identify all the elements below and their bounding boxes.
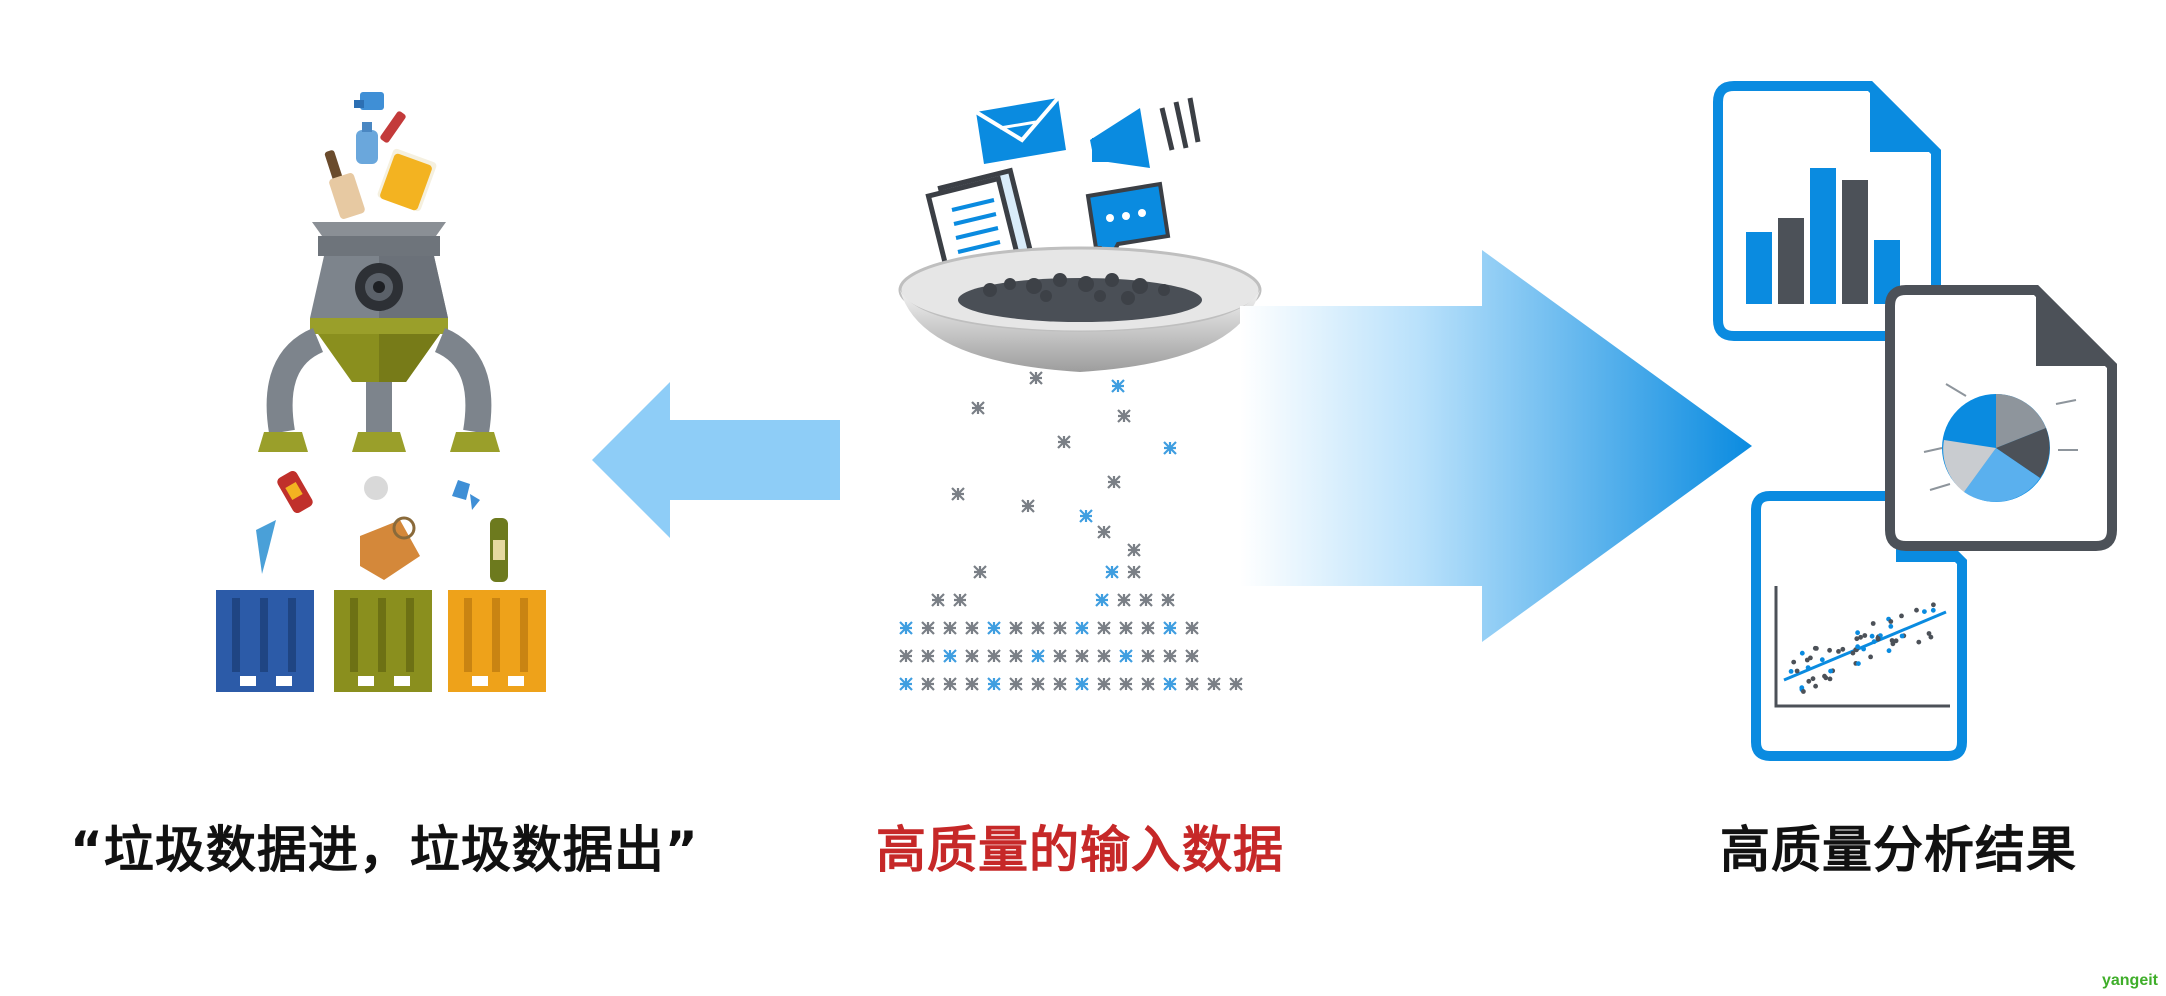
sorted-garbage-icon [256, 471, 508, 582]
recycle-bin-orange [448, 590, 546, 692]
garbage-in-garbage-out-label: “垃圾数据进，垃圾数据出” [70, 821, 699, 879]
falling-garbage-icon [324, 92, 437, 219]
pie-chart-document-icon [1885, 285, 2117, 551]
data-sieve-illustration [898, 96, 1262, 692]
email-icon [974, 96, 1066, 164]
right-arrow-icon [1240, 250, 1752, 642]
megaphone-icon [1090, 97, 1201, 168]
high-quality-result-label: 高质量分析结果 [1720, 821, 2077, 879]
recycle-bin-blue [216, 590, 314, 692]
high-quality-input-label: 高质量的输入数据 [876, 821, 1284, 879]
data-particles [898, 370, 1244, 692]
watermark: yangeit [2101, 972, 2158, 989]
left-arrow-icon [592, 382, 840, 538]
bar-chart-document-icon [1713, 81, 1941, 341]
garbage-machine-illustration [216, 92, 546, 692]
recycle-bin-olive [334, 590, 432, 692]
